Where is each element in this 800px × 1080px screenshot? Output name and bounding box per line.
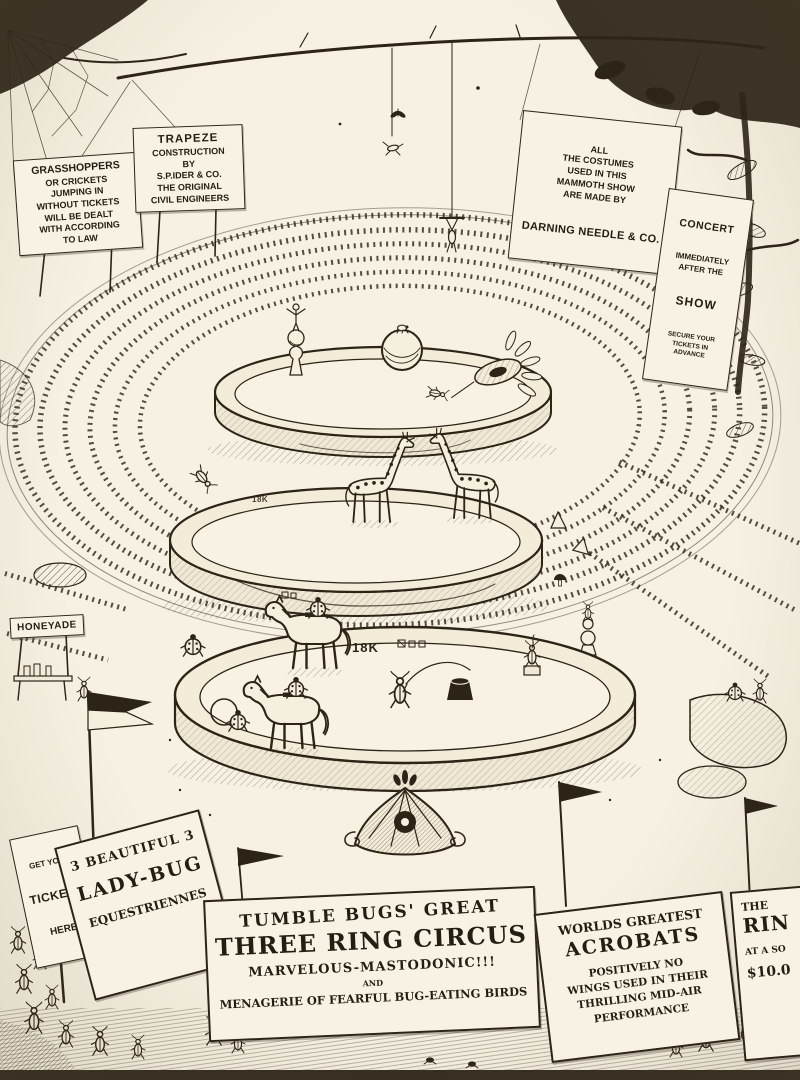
foliage-top-right (556, 0, 800, 128)
bottom-border (0, 1070, 800, 1080)
spider-web (7, 29, 119, 177)
balancing-act (286, 303, 306, 376)
ground-corner-left (0, 1020, 80, 1080)
crowd-row (12, 211, 768, 629)
banner-partial-line4: $10.0 (746, 962, 792, 982)
pedestal-performer (523, 634, 541, 676)
ring-wall-hatch (175, 695, 635, 791)
ring-engraving (234, 579, 496, 607)
ring-floor (191, 500, 521, 584)
giraffe-shadow (444, 516, 496, 524)
acrobat-tower (579, 601, 597, 656)
horse-shadow (284, 667, 344, 677)
flying-bug (338, 122, 342, 126)
big-ball (381, 324, 423, 371)
leaf-cluster (727, 159, 757, 181)
crowd-row (37, 226, 743, 614)
ring-wall-hatch (170, 540, 542, 616)
crowd-row-right (618, 459, 800, 548)
rock-right-hatch (690, 694, 787, 768)
sign-grasshoppers: GRASSHOPPERS OR CRICKETS JUMPING IN WITH… (12, 151, 144, 256)
crowd-row-left (4, 571, 127, 612)
trapeze-flyer (382, 47, 404, 156)
ringmaster-bug (388, 661, 471, 709)
pennant-mid (238, 848, 284, 866)
pennant-pole-far-right (744, 797, 751, 901)
giraffe-shadow (348, 520, 400, 528)
trapeze-branch (116, 36, 766, 80)
leaf-lobe (645, 87, 675, 105)
brooch-ornament (451, 330, 543, 399)
tree-branches-right (686, 148, 800, 252)
ring-gem-marks (397, 639, 426, 648)
foliage-top-left (0, 0, 148, 94)
audience-crowd (0, 207, 800, 679)
crowd-row (62, 241, 718, 599)
flag-left-lower (87, 709, 155, 731)
sign-concert-body: IMMEDIATELY AFTER THE (675, 250, 730, 277)
crowd-row (137, 283, 642, 557)
honeyade-stand (13, 633, 92, 702)
crowd-row-left (6, 631, 109, 663)
horse-shadow (262, 747, 322, 757)
sign-honeyade: HONEYADE (9, 614, 85, 639)
mushroom-stem (558, 579, 562, 587)
pennant-right (559, 782, 602, 802)
rock-left (33, 562, 87, 588)
flying-bug (476, 86, 480, 90)
mushroom (554, 574, 566, 580)
sign-concert-title: CONCERT (678, 216, 736, 237)
ring-marking-small: 18K (252, 495, 268, 504)
ring-hallmark (290, 592, 297, 599)
cone-hat (571, 536, 590, 556)
scattered-props (180, 510, 597, 657)
leaf-lobe (692, 100, 720, 116)
pennant-pole-right (558, 781, 567, 907)
sign-concert-footer: SECURE YOUR TICKETS IN ADVANCE (667, 330, 716, 360)
ring-hallmark (281, 591, 289, 599)
banner-partial-line3: AT A SO (744, 944, 787, 958)
ring-engraving (299, 439, 471, 454)
sign-trapeze: TRAPEZE CONSTRUCTION BY S.P.IDER & CO. T… (132, 124, 246, 214)
back-ring (208, 303, 558, 466)
pennant-far-right (745, 798, 778, 814)
sign-costumes-body: ALL THE COSTUMES USED IN THIS MAMMOTH SH… (556, 144, 636, 205)
sign-costumes: ALL THE COSTUMES USED IN THIS MAMMOTH SH… (507, 110, 683, 276)
whip (405, 661, 471, 685)
top-foliage (0, 0, 800, 438)
flag-left-upper (88, 692, 152, 712)
tub (447, 677, 473, 700)
banner-acrobats: WORLDS GREATEST ACROBATS POSITIVELY NO W… (533, 890, 741, 1064)
rock-right-small-hatch (678, 766, 746, 798)
sign-concert-show: SHOW (674, 292, 718, 313)
ring-marking-text: 18K (352, 640, 379, 655)
middle-ring: 18K (161, 427, 551, 624)
leaf-cluster (726, 422, 754, 438)
flying-moth (390, 108, 406, 118)
bush-left (0, 359, 35, 427)
leaf-lobe (594, 60, 626, 80)
banner-acrobats-line3: POSITIVELY NO WINGS USED IN THEIR THRILL… (566, 956, 709, 1026)
front-ring: 18K (167, 594, 643, 856)
branch-left (63, 53, 187, 64)
ring-crest (344, 770, 466, 856)
ring-wall-hatch (215, 392, 551, 457)
banner-partial-line2: RIN (741, 909, 791, 938)
branch-twigs (299, 24, 521, 48)
cone-hat (550, 510, 567, 529)
sign-costumes-brand: DARNING NEEDLE & CO. (521, 219, 661, 247)
banner-main-circus: TUMBLE BUGS' GREAT THREE RING CIRCUS MAR… (203, 885, 541, 1043)
crowd-row-right (601, 505, 798, 614)
